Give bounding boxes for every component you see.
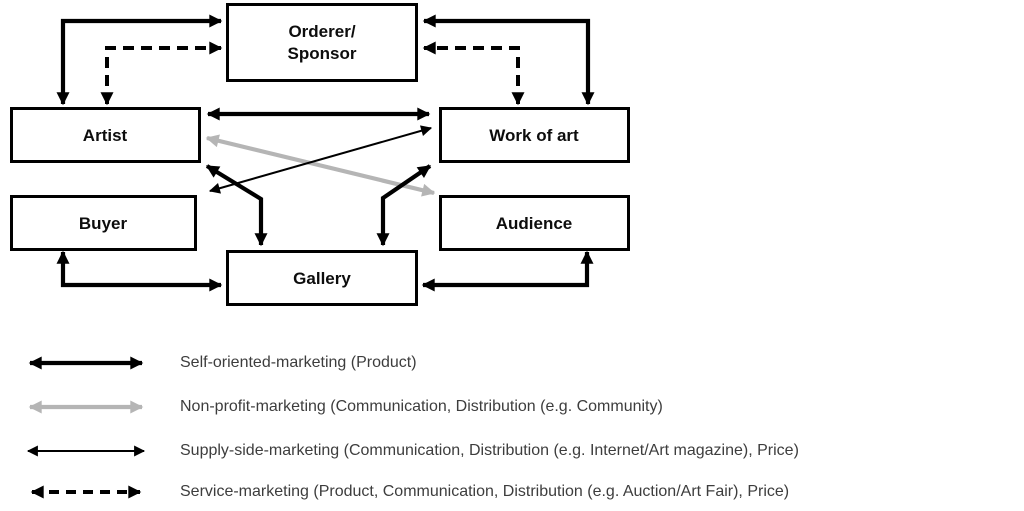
node-audience-label: Audience (496, 214, 573, 233)
node-audience-box (439, 195, 630, 251)
node-orderer-sponsor-box (226, 3, 418, 82)
arrow-audience-gallery-thick (421, 250, 594, 292)
node-artist-box (10, 107, 201, 163)
node-orderer-sponsor-label-line1: Orderer/ (288, 22, 355, 41)
legend-label: Supply-side-marketing (Communication, Di… (180, 442, 799, 459)
arrow-work-orderer-thick (422, 14, 595, 106)
arrow-work-orderer-dashed (422, 41, 525, 106)
double-arrow-thick-gray-icon (28, 400, 144, 414)
marketing-relations-diagram: Orderer/ Sponsor Artist Work of art Buye… (10, 3, 630, 306)
node-orderer-sponsor-label-line2: Sponsor (288, 44, 357, 63)
double-arrow-thick-black-icon (28, 356, 144, 370)
node-buyer-box (10, 195, 197, 251)
node-work-of-art-label: Work of art (489, 126, 579, 145)
legend-item-service-marketing: Service-marketing (Product, Communicatio… (16, 480, 789, 504)
node-artist-label: Artist (83, 126, 128, 145)
legend-label: Self-oriented-marketing (Product) (180, 354, 417, 371)
legend-label: Service-marketing (Product, Communicatio… (180, 483, 790, 500)
node-buyer-label: Buyer (79, 214, 128, 233)
legend-item-self-oriented-marketing: Self-oriented-marketing (Product) (16, 351, 417, 375)
arrow-work-gallery-thick (376, 164, 432, 247)
node-gallery-label: Gallery (293, 269, 351, 288)
node-gallery-box (226, 250, 418, 306)
node-work-of-art-box (439, 107, 630, 163)
arrow-artist-gallery-thick (205, 164, 268, 247)
arrow-artist-orderer-dashed (100, 41, 223, 106)
legend-label: Non-profit-marketing (Communication, Dis… (180, 398, 663, 415)
legend-item-supply-side-marketing: Supply-side-marketing (Communication, Di… (16, 439, 799, 463)
arrow-buyer-work-thin (208, 125, 433, 194)
legend-item-non-profit-marketing: Non-profit-marketing (Communication, Dis… (16, 395, 663, 419)
double-arrow-thin-black-icon (26, 445, 146, 457)
arrow-buyer-gallery-thick (56, 250, 223, 292)
double-arrow-dashed-black-icon (30, 485, 142, 499)
arrow-artist-orderer-thick (56, 14, 223, 106)
